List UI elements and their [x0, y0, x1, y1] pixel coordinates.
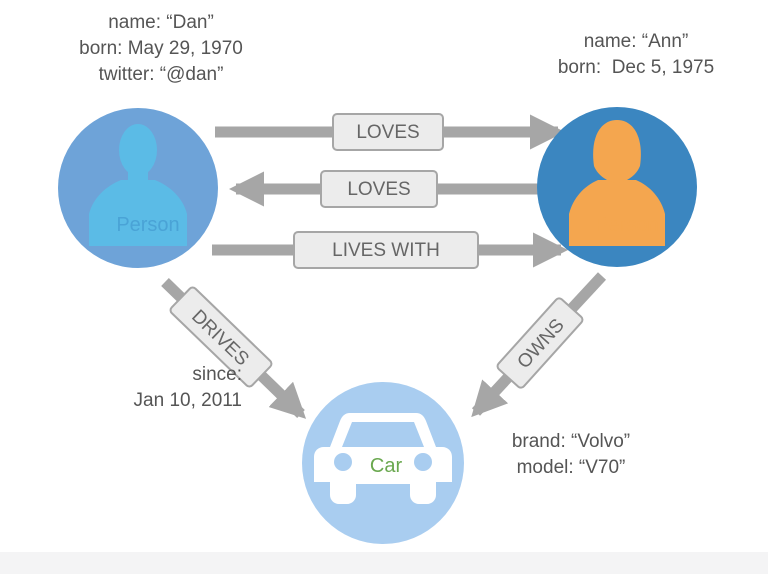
node-ann-label: Person: [595, 214, 658, 236]
property-line: name: “Ann”: [583, 31, 689, 52]
relationship-box: [496, 297, 584, 389]
relationship-loves-ann-to-dan[interactable]: LOVES: [228, 170, 545, 208]
property-line: since:: [192, 364, 242, 385]
property-line: model: “V70”: [516, 457, 626, 478]
property-line: born: May 29, 1970: [79, 38, 243, 59]
relationship-box: [169, 286, 273, 388]
property-line: brand: “Volvo”: [511, 431, 631, 452]
node-dan[interactable]: Person: [58, 108, 218, 268]
property-line: born: Dec 5, 1975: [557, 57, 715, 78]
relationship-label-lives-with: LIVES WITH: [332, 240, 440, 261]
node-car[interactable]: Car: [302, 382, 464, 544]
female-person-icon: [569, 120, 665, 246]
node-car-properties: brand: “Volvo” model: “V70”: [486, 429, 656, 481]
relationship-label-loves: LOVES: [356, 122, 419, 143]
node-car-label: Car: [370, 455, 403, 477]
property-line: name: “Dan”: [108, 12, 214, 33]
relationship-box: [293, 231, 479, 269]
node-ann-properties: name: “Ann” born: Dec 5, 1975: [531, 29, 741, 81]
relationship-lives-with[interactable]: LIVES WITH: [212, 231, 569, 269]
property-line: Jan 10, 2011: [133, 390, 242, 411]
relationship-drives-properties: since: Jan 10, 2011: [102, 362, 242, 414]
property-line: twitter: “@dan”: [98, 64, 224, 85]
relationship-box: [320, 170, 438, 208]
relationship-label-loves: LOVES: [347, 179, 410, 200]
node-dan-label: Person: [116, 214, 179, 236]
node-ann[interactable]: Person: [537, 107, 697, 267]
relationship-loves-dan-to-ann[interactable]: LOVES: [215, 113, 566, 151]
relationship-box: [332, 113, 444, 151]
relationship-owns[interactable]: OWNS: [471, 272, 607, 418]
node-dan-properties: name: “Dan” born: May 29, 1970 twitter: …: [56, 10, 266, 88]
car-icon: [314, 413, 452, 504]
footer-band: [0, 552, 768, 574]
male-person-icon: [89, 124, 187, 246]
